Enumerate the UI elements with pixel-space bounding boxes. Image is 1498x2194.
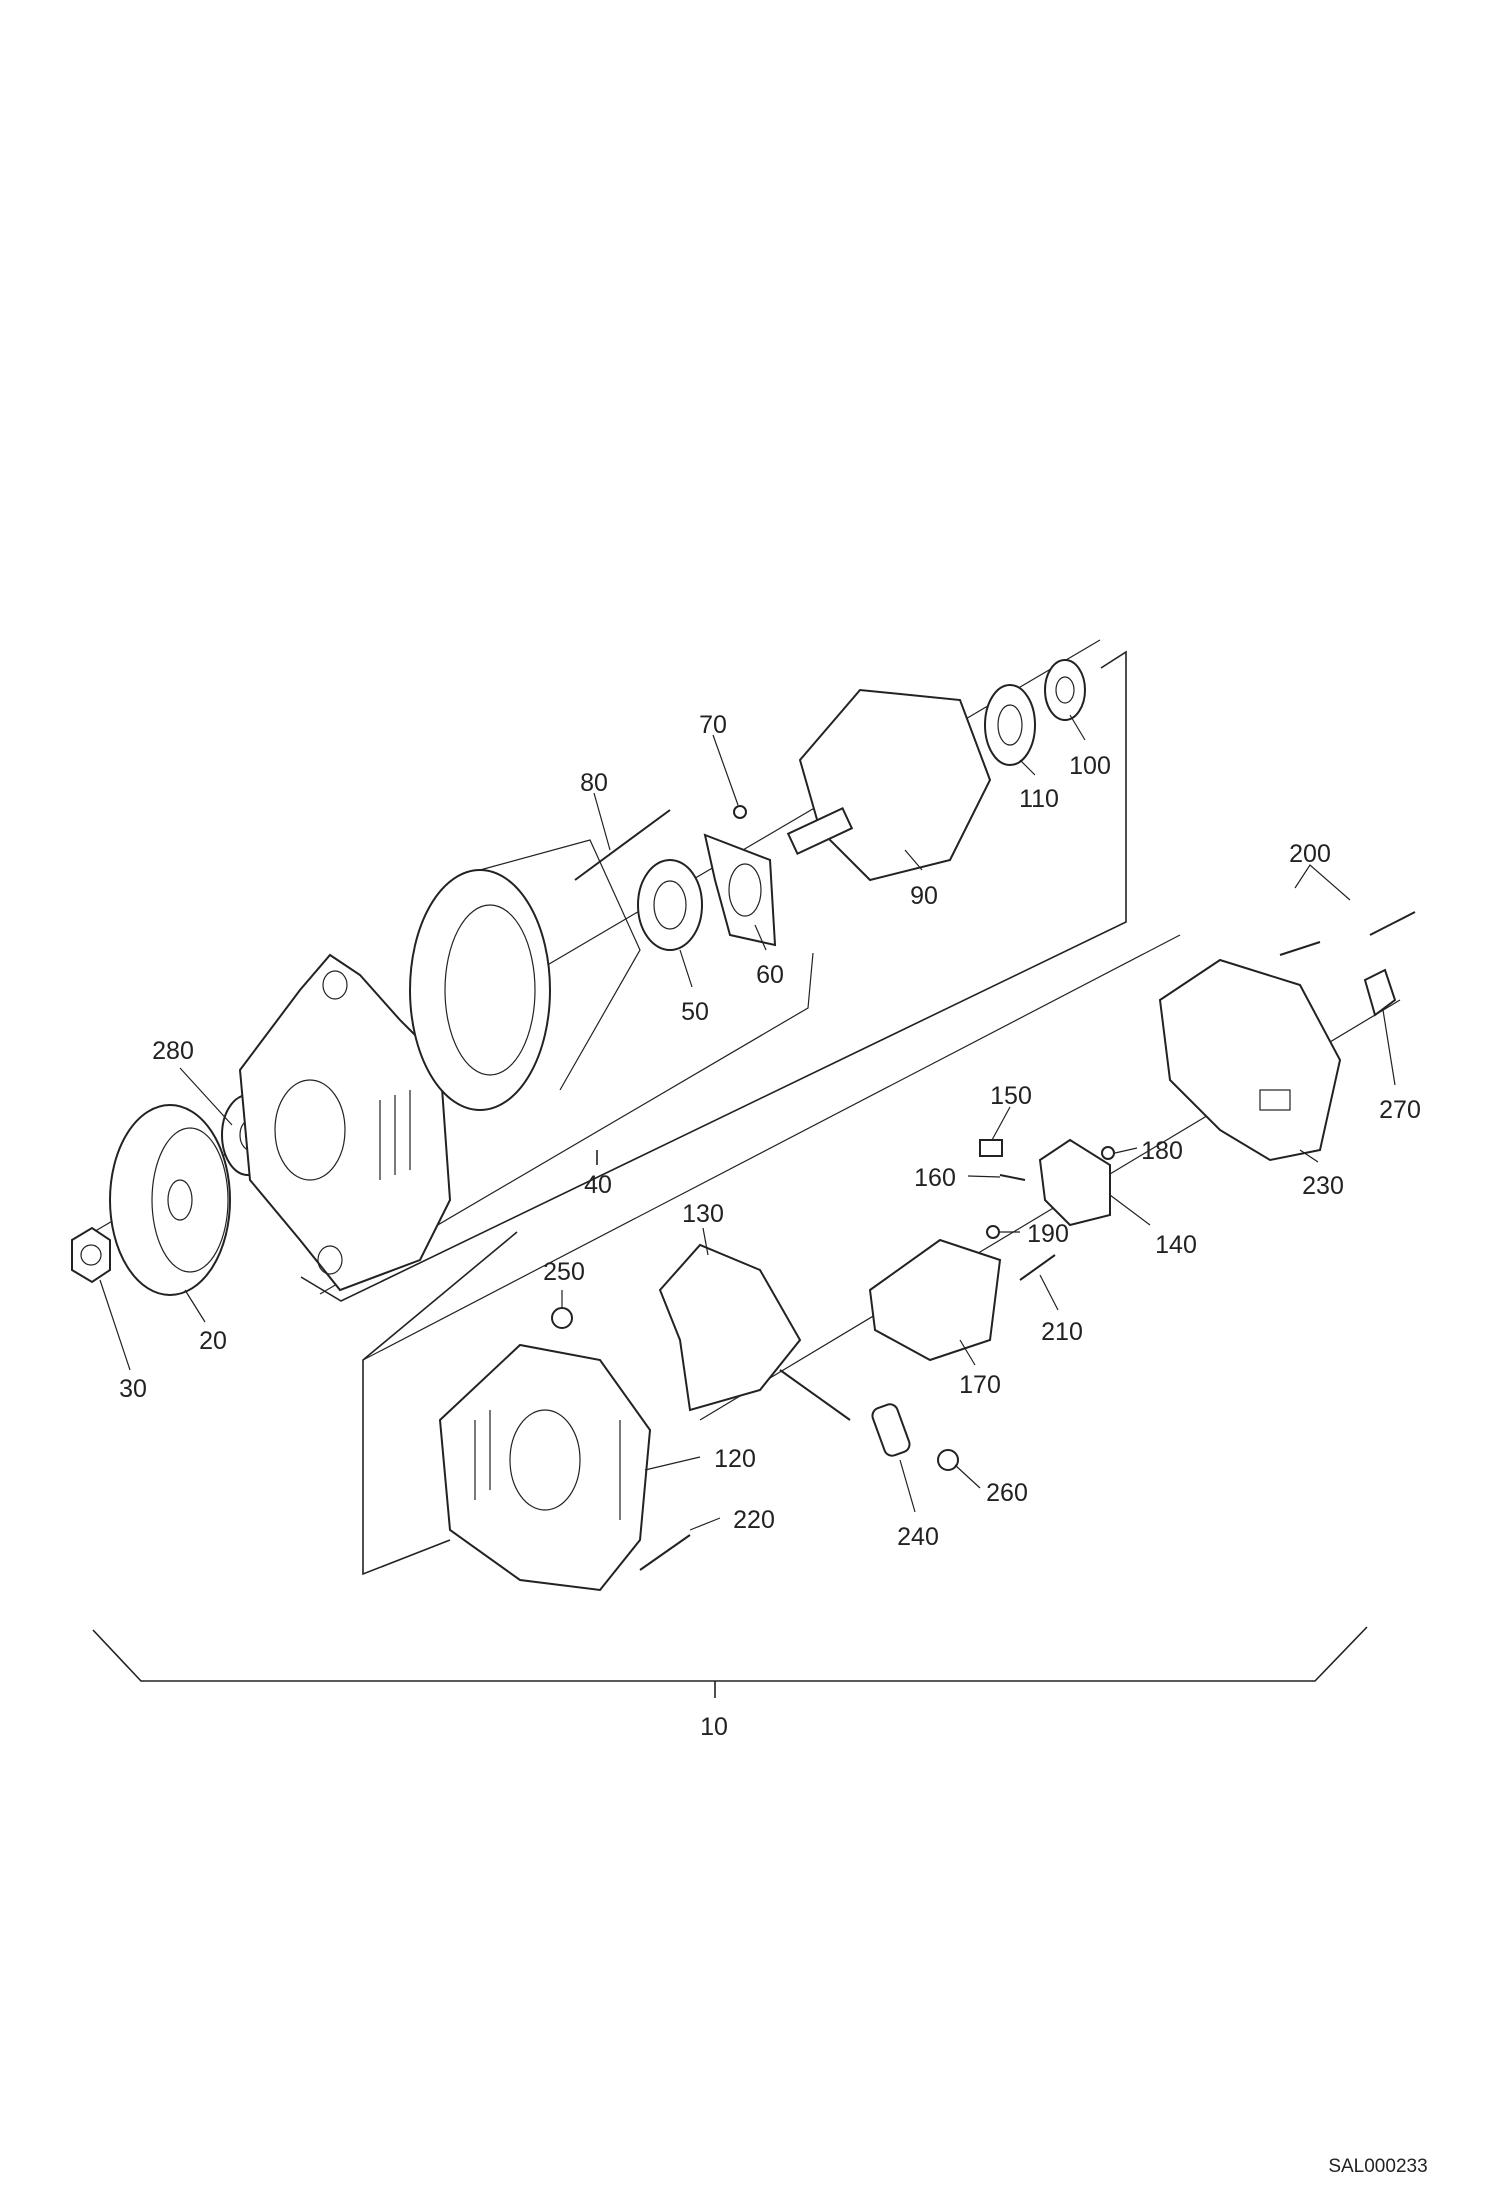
callout-150: 150 xyxy=(990,1082,1032,1110)
part-rotor-90 xyxy=(786,688,992,882)
callout-120: 120 xyxy=(714,1445,756,1473)
part-regulator-170 xyxy=(868,1238,1002,1362)
callout-10: 10 xyxy=(700,1713,728,1741)
group-bracket-120 xyxy=(362,934,1181,1576)
part-insulator-240 xyxy=(871,1403,911,1457)
callout-20: 20 xyxy=(199,1327,227,1355)
part-stud-80 xyxy=(574,809,671,881)
part-stator xyxy=(409,839,641,1111)
part-nut-260 xyxy=(937,1449,959,1471)
part-bolt-200 xyxy=(1279,911,1416,956)
leader-lines xyxy=(99,714,1396,1531)
callout-240: 240 xyxy=(897,1523,939,1551)
part-bearing-110 xyxy=(984,684,1036,766)
callout-50: 50 xyxy=(681,998,709,1026)
part-brush-holder-140 xyxy=(1038,1138,1111,1227)
callout-130: 130 xyxy=(682,1200,724,1228)
callout-160: 160 xyxy=(914,1164,956,1192)
part-screw-190 xyxy=(986,1225,1000,1239)
callout-260: 260 xyxy=(986,1479,1028,1507)
part-nut-250 xyxy=(551,1307,573,1329)
callout-280: 280 xyxy=(152,1037,194,1065)
callout-250: 250 xyxy=(543,1258,585,1286)
callout-110: 110 xyxy=(1019,785,1059,813)
callout-200: 200 xyxy=(1289,840,1331,868)
part-bolt-210 xyxy=(1019,1254,1056,1281)
callout-100: 100 xyxy=(1069,752,1111,780)
callout-180: 180 xyxy=(1141,1137,1183,1165)
drawing-code: SAL000233 xyxy=(1328,2156,1427,2177)
part-bolt-220 xyxy=(639,1534,691,1571)
part-spring-160 xyxy=(999,1174,1026,1181)
callout-40: 40 xyxy=(584,1171,612,1199)
callout-230: 230 xyxy=(1302,1172,1344,1200)
callout-210: 210 xyxy=(1041,1318,1083,1346)
callout-140: 140 xyxy=(1155,1231,1197,1259)
part-screw-180 xyxy=(1101,1146,1115,1160)
part-washer-100 xyxy=(1044,659,1086,721)
part-rectifier-130 xyxy=(658,1243,851,1421)
callout-90: 90 xyxy=(910,882,938,910)
part-plate-60 xyxy=(703,833,777,947)
part-front-housing xyxy=(238,953,452,1292)
group-bracket-40 xyxy=(300,650,1127,1302)
part-bearing-50 xyxy=(637,859,703,951)
group-bracket-10 xyxy=(92,1626,1368,1698)
callout-70: 70 xyxy=(699,711,727,739)
callout-30: 30 xyxy=(119,1375,147,1403)
callout-170: 170 xyxy=(959,1371,1001,1399)
part-screw-70 xyxy=(733,805,747,819)
callout-190: 190 xyxy=(1027,1220,1069,1248)
callout-60: 60 xyxy=(756,961,784,989)
callout-270: 270 xyxy=(1379,1096,1421,1124)
part-rear-housing-120 xyxy=(438,1343,652,1592)
part-clip-270 xyxy=(1363,968,1397,1017)
callout-80: 80 xyxy=(580,769,608,797)
part-rear-cover-230 xyxy=(1158,958,1342,1162)
callout-220: 220 xyxy=(733,1506,775,1534)
part-pulley-20 xyxy=(109,1104,231,1296)
part-brush-150 xyxy=(979,1139,1003,1157)
part-nut-30 xyxy=(71,1226,111,1284)
